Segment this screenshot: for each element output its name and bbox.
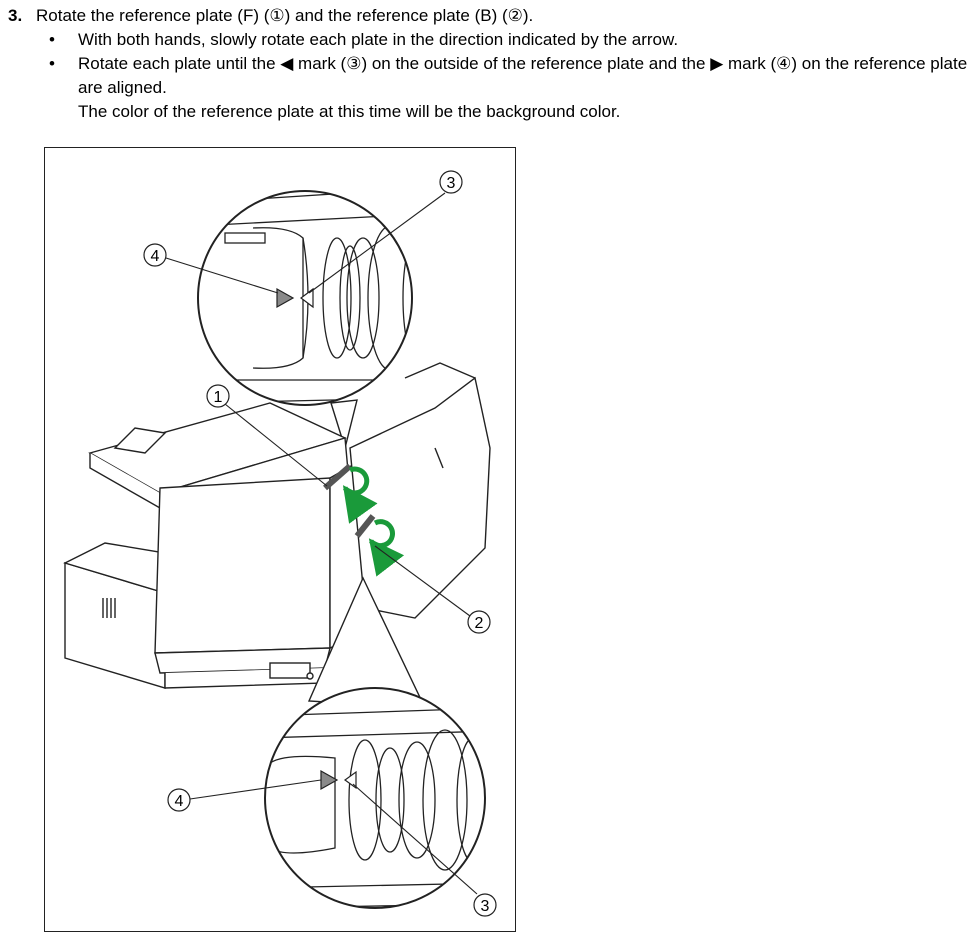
leader-3-top (308, 192, 446, 294)
step-note: The color of the reference plate at this… (78, 102, 621, 121)
step-number: 3. (8, 6, 23, 25)
leader-4-bottom (189, 779, 322, 800)
leader-1 (224, 403, 328, 487)
callout-2: 2 (467, 610, 491, 634)
leader-4-top (165, 257, 279, 294)
leader-lines (165, 192, 478, 895)
leader-3-bottom (352, 783, 478, 895)
rotate-arrow-icon (342, 466, 378, 524)
vent-grille (102, 598, 116, 618)
svg-text:1: 1 (214, 389, 223, 406)
callout-3-bottom: 3 (473, 893, 497, 917)
instruction-step: 3. Rotate the reference plate (F) (①) and… (8, 4, 968, 124)
triangle-left-mark-icon (300, 287, 314, 309)
callout-3-top: 3 (439, 170, 463, 194)
bullet-item-1: • With both hands, slowly rotate each pl… (8, 28, 968, 52)
scanner-drawing: 3 4 1 2 4 3 (63, 170, 497, 917)
scanner-body (63, 362, 491, 689)
leader-2 (374, 545, 471, 617)
svg-text:2: 2 (475, 615, 484, 632)
rotate-arrow-icon (368, 519, 405, 577)
bullet-icon: • (49, 54, 55, 73)
step-title-row: 3. Rotate the reference plate (F) (①) and… (8, 4, 968, 28)
triangle-right-mark-icon (276, 287, 295, 309)
callout-4-bottom: 4 (167, 788, 191, 812)
step-title: Rotate the reference plate (F) (①) and t… (36, 6, 534, 25)
callout-1: 1 (206, 384, 230, 408)
top-callout-pointer (330, 399, 358, 451)
bullet-item-2: • Rotate each plate until the ◀ mark (③)… (8, 52, 968, 100)
output-slot (269, 662, 311, 679)
bottom-lens-border (264, 687, 486, 909)
callout-4-top: 4 (143, 243, 167, 267)
bullet-text-2: Rotate each plate until the ◀ mark (③) o… (78, 54, 968, 97)
scanner-illustration: 3 4 1 2 4 3 (44, 147, 516, 932)
svg-text:3: 3 (447, 175, 456, 192)
svg-text:3: 3 (481, 898, 490, 915)
front-cover (154, 477, 331, 654)
svg-text:4: 4 (151, 248, 160, 265)
svg-text:4: 4 (175, 793, 184, 810)
rotate-arrows (342, 466, 405, 577)
opened-cover (349, 376, 491, 619)
bullet-text-1: With both hands, slowly rotate each plat… (78, 30, 679, 49)
bullet-icon: • (49, 30, 55, 49)
